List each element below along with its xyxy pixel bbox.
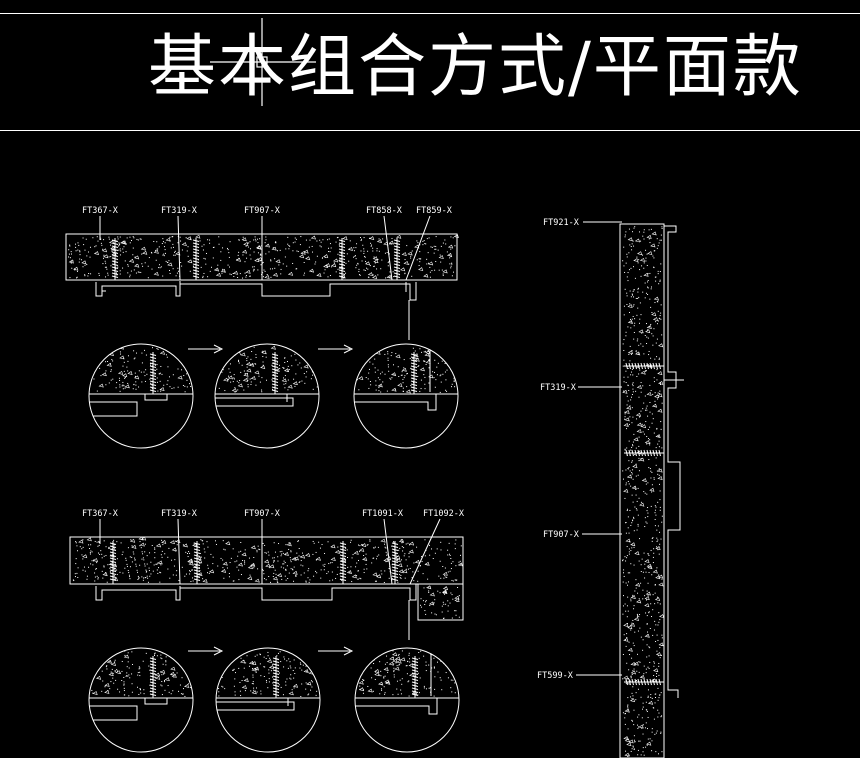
arrow-icon bbox=[188, 646, 224, 656]
title-bottom-rule bbox=[0, 130, 860, 131]
leader-lines bbox=[99, 215, 431, 281]
screw-fasteners bbox=[624, 361, 665, 687]
bottom-label-1: FT319-X bbox=[161, 509, 198, 519]
concrete-hatch bbox=[216, 344, 318, 393]
detail-circle-1 bbox=[88, 647, 194, 753]
screw-icon bbox=[410, 656, 420, 699]
top-label-1: FT319-X bbox=[161, 206, 198, 216]
screw-icon bbox=[191, 238, 201, 281]
top-label-0: FT367-X bbox=[82, 206, 119, 216]
concrete-column bbox=[417, 583, 464, 621]
leader-lines bbox=[576, 221, 622, 676]
detail-circle-3 bbox=[354, 647, 460, 753]
screw-fasteners bbox=[110, 238, 402, 281]
detail-circle-2 bbox=[214, 343, 320, 449]
concrete-slab bbox=[69, 536, 464, 585]
panel-profile bbox=[95, 586, 181, 601]
top-label-2: FT907-X bbox=[244, 206, 281, 216]
concrete-wall bbox=[619, 223, 665, 758]
screw-icon bbox=[148, 656, 158, 699]
crosshair-cursor-icon bbox=[210, 18, 316, 106]
bottom-label-0: FT367-X bbox=[82, 509, 119, 519]
section-label-0: FT921-X bbox=[543, 218, 580, 228]
bottom-assembly bbox=[69, 518, 464, 640]
detail-circle-3 bbox=[353, 343, 459, 449]
concrete-hatch bbox=[218, 648, 319, 697]
screw-icon bbox=[624, 361, 665, 371]
top-label-3: FT858-X bbox=[366, 206, 403, 216]
concrete-hatch bbox=[356, 648, 458, 697]
top-detail-circles bbox=[88, 343, 459, 449]
detail-circle-1 bbox=[88, 343, 194, 449]
arrow-icon bbox=[318, 646, 354, 656]
screw-icon bbox=[409, 352, 419, 395]
concrete-hatch bbox=[92, 345, 193, 393]
panel-profile-edge bbox=[664, 225, 681, 698]
bottom-detail-circles bbox=[88, 646, 460, 753]
arrow-icon bbox=[318, 344, 354, 354]
screw-icon bbox=[110, 238, 120, 281]
concrete-hatch bbox=[420, 585, 460, 619]
top-label-4: FT859-X bbox=[416, 206, 453, 216]
section-label-2: FT907-X bbox=[543, 530, 580, 540]
panel-profile bbox=[95, 282, 181, 297]
screw-icon bbox=[624, 448, 665, 458]
screw-icon bbox=[337, 238, 347, 281]
section-view bbox=[576, 221, 684, 758]
concrete-hatch bbox=[356, 346, 457, 394]
section-label-1: FT319-X bbox=[540, 383, 577, 393]
screw-icon bbox=[338, 541, 348, 585]
title-top-rule bbox=[0, 13, 860, 14]
detail-circle-2 bbox=[215, 647, 321, 753]
bottom-label-2: FT907-X bbox=[244, 509, 281, 519]
bottom-label-3: FT1091-X bbox=[362, 509, 404, 519]
screw-icon bbox=[390, 541, 400, 585]
section-label-3: FT599-X bbox=[537, 671, 574, 681]
concrete-hatch bbox=[622, 226, 665, 757]
concrete-hatch bbox=[91, 649, 193, 697]
leader-lines bbox=[99, 518, 441, 585]
screw-icon bbox=[270, 352, 280, 395]
top-assembly bbox=[65, 215, 459, 340]
screw-icon bbox=[271, 656, 281, 699]
screw-icon bbox=[148, 352, 158, 395]
bottom-label-4: FT1092-X bbox=[423, 509, 465, 519]
arrow-icon bbox=[188, 344, 224, 354]
concrete-hatch bbox=[68, 234, 459, 280]
concrete-hatch bbox=[72, 536, 463, 583]
